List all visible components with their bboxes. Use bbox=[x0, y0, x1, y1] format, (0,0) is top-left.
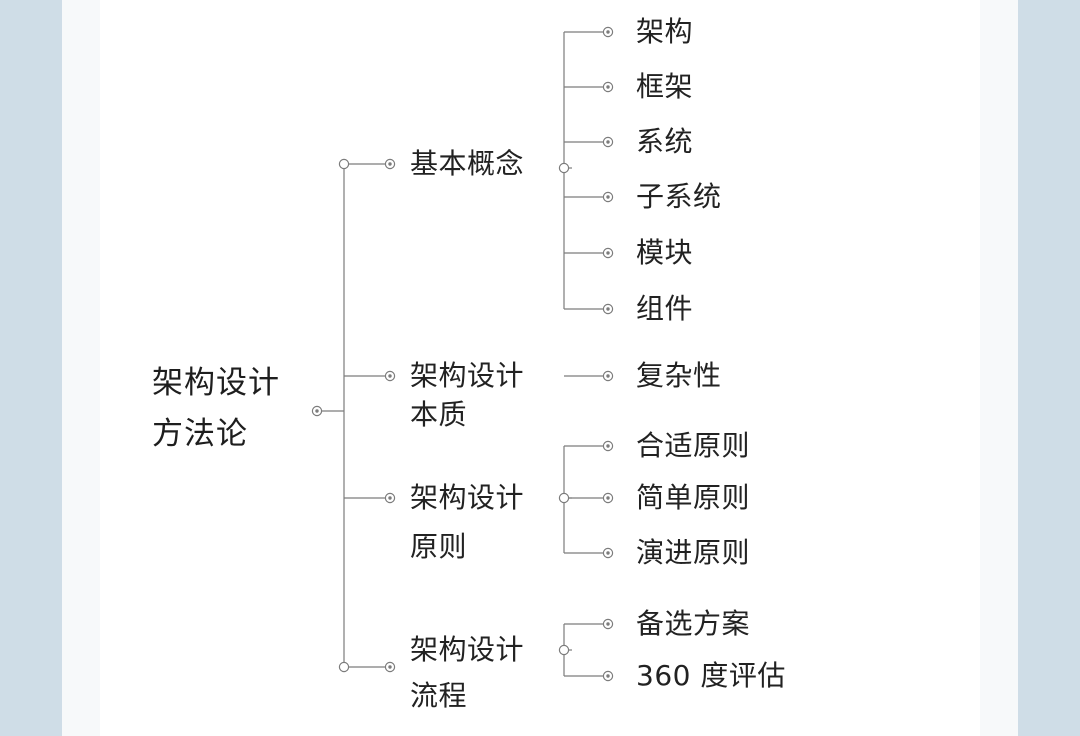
leaf-dot-core-evolution bbox=[606, 551, 610, 555]
leaf-dot-core-subsystem bbox=[606, 195, 610, 199]
left-frame bbox=[62, 0, 100, 736]
leaf-dot-core-evaluation bbox=[606, 674, 610, 678]
leaf-dot-core-simple bbox=[606, 496, 610, 500]
leaf-dot-core-module bbox=[606, 251, 610, 255]
branch-label-essence-line-2: 本质 bbox=[410, 398, 468, 431]
leaf-label-evolution-principle: 演进原则 bbox=[636, 536, 751, 569]
right-side-panel bbox=[1018, 0, 1080, 736]
leaf-label-simple-principle: 简单原则 bbox=[636, 481, 751, 514]
leaf-dot-core-architecture bbox=[606, 30, 610, 34]
branch-essence-dot-core bbox=[388, 374, 392, 378]
leaf-label-component: 组件 bbox=[636, 292, 694, 325]
branch-principles-dot-core bbox=[388, 496, 392, 500]
branch-label-basic: 基本概念 bbox=[410, 147, 525, 180]
leaf-dot-core-alternatives bbox=[606, 622, 610, 626]
branch-process-dot-core bbox=[388, 665, 392, 669]
right-frame bbox=[980, 0, 1018, 736]
branch-label-process-line-2: 流程 bbox=[410, 679, 468, 712]
branch-basic-hub-dot bbox=[338, 158, 350, 170]
basic-subtree-dot bbox=[558, 162, 570, 174]
leaf-label-suitable-principle: 合适原则 bbox=[636, 429, 751, 462]
branch-label-principles-line-1: 架构设计 bbox=[410, 481, 525, 514]
left-side-panel bbox=[0, 0, 62, 736]
leaf-label-subsystem: 子系统 bbox=[636, 180, 722, 213]
leaf-label-complexity: 复杂性 bbox=[636, 359, 722, 392]
leaf-label-alternatives: 备选方案 bbox=[636, 607, 751, 640]
root-label-line-2: 方法论 bbox=[152, 416, 248, 452]
process-subtree-dot bbox=[558, 644, 570, 656]
leaf-dot-core-complexity bbox=[606, 374, 610, 378]
leaf-label-360-evaluation: 360 度评估 bbox=[636, 659, 786, 692]
branch-basic-dot-core bbox=[388, 162, 392, 166]
root-node-dot-core bbox=[315, 409, 319, 413]
leaf-label-system: 系统 bbox=[636, 125, 694, 158]
leaf-label-framework: 框架 bbox=[636, 70, 694, 103]
leaf-dot-core-framework bbox=[606, 85, 610, 89]
leaf-dot-core-component bbox=[606, 307, 610, 311]
branch-label-essence-line-1: 架构设计 bbox=[410, 359, 525, 392]
root-label-line-1: 架构设计 bbox=[152, 365, 280, 401]
leaf-dot-core-suitable bbox=[606, 444, 610, 448]
branch-process-hub-dot bbox=[338, 661, 350, 673]
branch-label-principles-line-2: 原则 bbox=[410, 530, 468, 563]
leaf-label-module: 模块 bbox=[636, 236, 694, 269]
mindmap-canvas bbox=[100, 0, 980, 736]
principles-subtree-dot bbox=[558, 492, 570, 504]
leaf-dot-core-system bbox=[606, 140, 610, 144]
leaf-label-architecture: 架构 bbox=[636, 15, 694, 48]
branch-label-process-line-1: 架构设计 bbox=[410, 633, 525, 666]
